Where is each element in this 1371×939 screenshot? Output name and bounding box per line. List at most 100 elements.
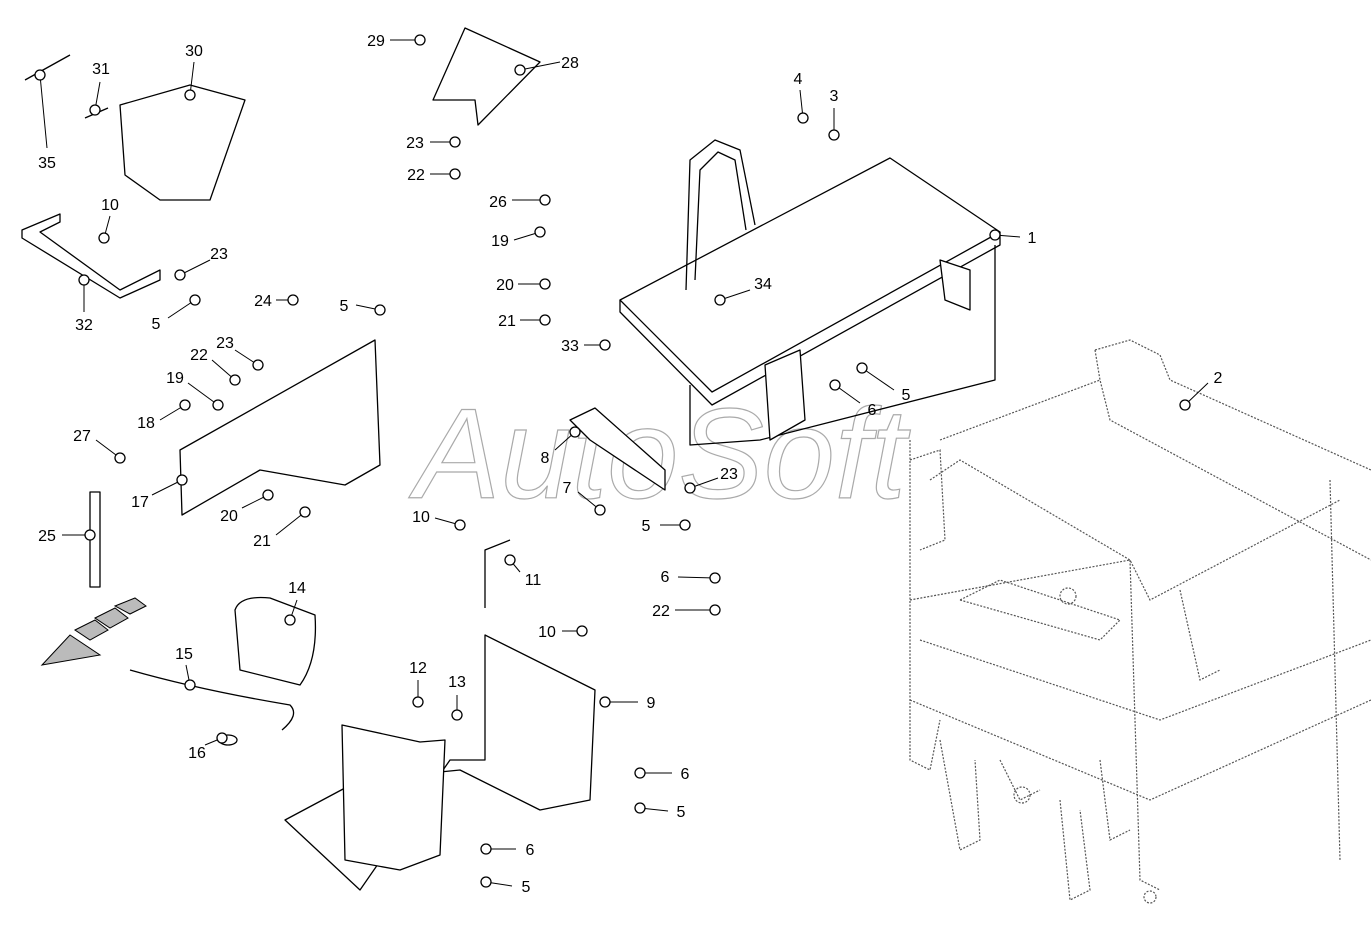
callout-29: 29 bbox=[367, 33, 385, 50]
hardware-15 bbox=[184, 679, 196, 691]
hardware-30 bbox=[184, 89, 196, 101]
hardware-35 bbox=[34, 69, 46, 81]
hardware-23 bbox=[684, 482, 696, 494]
callout-2: 2 bbox=[1214, 370, 1223, 387]
callout-5: 5 bbox=[642, 518, 651, 535]
machine-frame bbox=[909, 339, 1371, 904]
hardware-6 bbox=[480, 843, 492, 855]
part-tray bbox=[619, 139, 1001, 446]
callout-24: 24 bbox=[254, 293, 272, 310]
callout-23: 23 bbox=[406, 135, 424, 152]
hardware-6 bbox=[634, 767, 646, 779]
hardware-3 bbox=[828, 129, 840, 141]
part-17 bbox=[179, 339, 381, 516]
callout-26: 26 bbox=[489, 194, 507, 211]
hardware-10 bbox=[98, 232, 110, 244]
hardware-32 bbox=[78, 274, 90, 286]
callout-10: 10 bbox=[101, 197, 119, 214]
callout-12: 12 bbox=[409, 660, 427, 677]
hardware-20 bbox=[262, 489, 274, 501]
hardware-22 bbox=[229, 374, 241, 386]
callout-34: 34 bbox=[754, 276, 772, 293]
hardware-5 bbox=[480, 876, 492, 888]
hardware-34 bbox=[714, 294, 726, 306]
hardware-24 bbox=[287, 294, 299, 306]
callout-5: 5 bbox=[677, 804, 686, 821]
callout-19: 19 bbox=[166, 370, 184, 387]
callout-5: 5 bbox=[522, 879, 531, 896]
leader-line-28 bbox=[519, 61, 561, 71]
part-14-tank bbox=[234, 596, 317, 686]
hardware-6 bbox=[829, 379, 841, 391]
hardware-10 bbox=[576, 625, 588, 637]
hardware-29 bbox=[414, 34, 426, 46]
callout-9: 9 bbox=[647, 695, 656, 712]
hardware-19 bbox=[212, 399, 224, 411]
callout-33: 33 bbox=[561, 338, 579, 355]
part-15-hose bbox=[129, 669, 295, 731]
hardware-18 bbox=[179, 399, 191, 411]
hardware-16 bbox=[216, 732, 228, 744]
hardware-5 bbox=[679, 519, 691, 531]
part-35-spring bbox=[24, 54, 71, 81]
hardware-22 bbox=[709, 604, 721, 616]
hardware-21 bbox=[299, 506, 311, 518]
hardware-11 bbox=[504, 554, 516, 566]
callout-14: 14 bbox=[288, 580, 306, 597]
callout-21: 21 bbox=[498, 313, 516, 330]
hardware-13 bbox=[451, 709, 463, 721]
callout-31: 31 bbox=[92, 61, 110, 78]
hardware-17 bbox=[176, 474, 188, 486]
callout-23: 23 bbox=[210, 246, 228, 263]
hardware-26 bbox=[539, 194, 551, 206]
callout-20: 20 bbox=[496, 277, 514, 294]
leader-line-21 bbox=[275, 511, 306, 536]
hardware-28 bbox=[514, 64, 526, 76]
hardware-27 bbox=[114, 452, 126, 464]
part-32 bbox=[21, 213, 161, 299]
hardware-23 bbox=[252, 359, 264, 371]
callout-4: 4 bbox=[794, 71, 803, 88]
callout-27: 27 bbox=[73, 428, 91, 445]
callout-11: 11 bbox=[525, 572, 542, 589]
direction-arrow-icon bbox=[40, 597, 147, 666]
leader-line-6 bbox=[677, 576, 716, 579]
hardware-23 bbox=[449, 136, 461, 148]
hardware-5 bbox=[374, 304, 386, 316]
hardware-5 bbox=[189, 294, 201, 306]
hardware-10 bbox=[454, 519, 466, 531]
leader-line-35 bbox=[39, 74, 48, 149]
hardware-12 bbox=[412, 696, 424, 708]
leader-line-5 bbox=[861, 367, 895, 391]
leader-line-19 bbox=[187, 382, 219, 406]
hardware-2 bbox=[1179, 399, 1191, 411]
hardware-5 bbox=[634, 802, 646, 814]
callout-5: 5 bbox=[902, 387, 911, 404]
hardware-5 bbox=[856, 362, 868, 374]
hardware-31 bbox=[89, 104, 101, 116]
callout-1: 1 bbox=[1028, 230, 1037, 247]
callout-19: 19 bbox=[491, 233, 509, 250]
hardware-33 bbox=[599, 339, 611, 351]
callout-6: 6 bbox=[661, 569, 670, 586]
hardware-8 bbox=[569, 426, 581, 438]
leader-lines bbox=[34, 34, 1209, 888]
hardware-19 bbox=[534, 226, 546, 238]
part-30 bbox=[119, 84, 246, 201]
callout-6: 6 bbox=[681, 766, 690, 783]
hardware-4 bbox=[797, 112, 809, 124]
callout-23: 23 bbox=[216, 335, 234, 352]
callout-22: 22 bbox=[190, 347, 208, 364]
callout-22: 22 bbox=[652, 603, 670, 620]
callout-28: 28 bbox=[561, 55, 579, 72]
callout-3: 3 bbox=[830, 88, 839, 105]
callout-20: 20 bbox=[220, 508, 238, 525]
callout-35: 35 bbox=[38, 155, 56, 172]
callout-5: 5 bbox=[152, 316, 161, 333]
part-11 bbox=[484, 539, 511, 608]
hardware-1 bbox=[989, 229, 1001, 241]
hardware-22 bbox=[449, 168, 461, 180]
callout-6: 6 bbox=[868, 402, 877, 419]
